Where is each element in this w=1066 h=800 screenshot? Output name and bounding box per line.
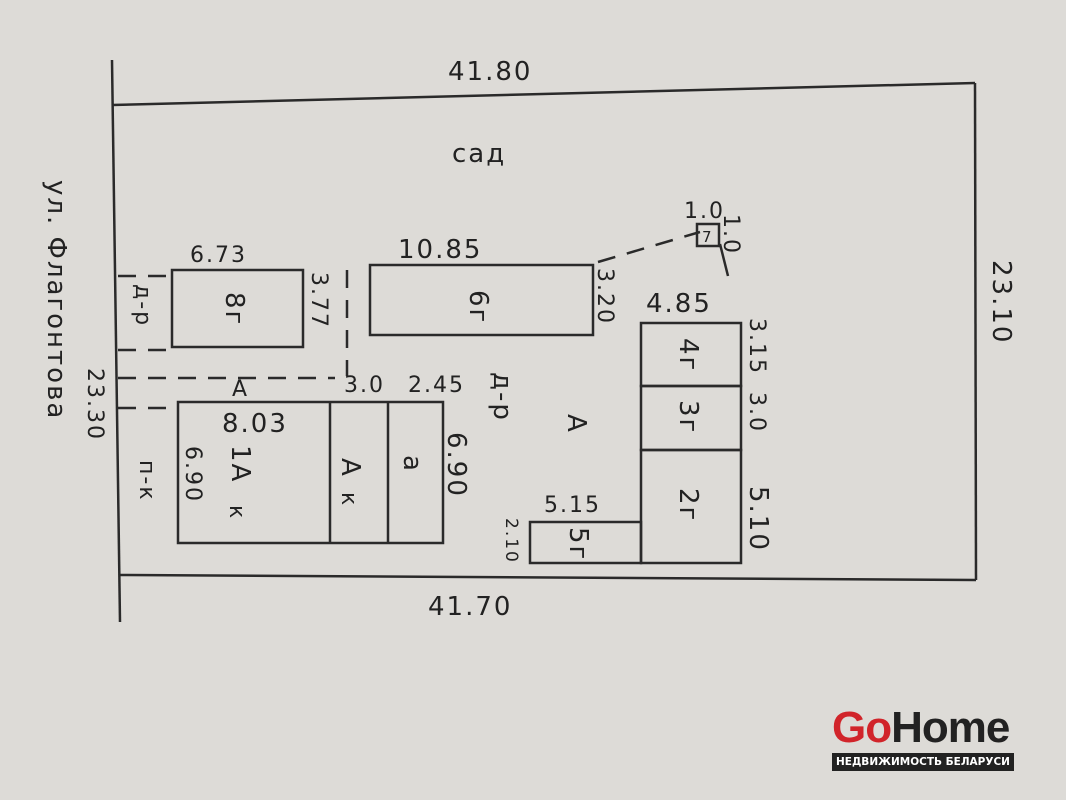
top-length: 41.80 (448, 57, 532, 87)
logo-go: Go (832, 703, 892, 752)
house-depth-right: 6.90 (441, 432, 471, 498)
dr-left: д-р (130, 284, 155, 327)
pk-label: п-к (134, 460, 159, 502)
logo-tagline: НЕДВИЖИМОСТЬ БЕЛАРУСИ (832, 753, 1014, 771)
right-length: 23.10 (986, 260, 1016, 344)
logo-wordmark: GoHome (832, 706, 1022, 750)
building-7 (695, 222, 721, 248)
building-4g-depth: 3.15 (744, 318, 769, 375)
building-5g (528, 520, 643, 565)
gap1: 3.0 (344, 373, 385, 398)
building-8g-width: 6.73 (190, 243, 247, 268)
garden-label: сад (452, 139, 506, 169)
building-6g (368, 263, 595, 337)
gohome-logo: GoHome НЕДВИЖИМОСТЬ БЕЛАРУСИ (832, 706, 1022, 771)
building-4g-label: 4г (673, 338, 703, 372)
building-8g-label: 8г (219, 292, 249, 326)
building-3g-depth: 3.0 (744, 392, 769, 433)
building-2g-label: 2г (673, 488, 703, 522)
a-drive: А (232, 377, 249, 402)
building-3g-label: 3г (673, 400, 703, 434)
veranda-label: а (397, 455, 427, 473)
building-5g-label: 5г (563, 527, 593, 561)
house-depth-left: 6.90 (180, 446, 205, 503)
building-4g-width: 4.85 (646, 289, 712, 319)
gap2: 2.45 (408, 373, 465, 398)
a-center: А (561, 414, 591, 434)
building-2g-depth: 5.10 (743, 486, 773, 552)
leader-line (718, 243, 730, 277)
right-boundary (973, 82, 978, 581)
building-5g-width: 5.15 (544, 493, 601, 518)
house-label: 1А (225, 445, 255, 483)
dr-center: д-р (487, 372, 517, 422)
bottom-boundary (119, 573, 977, 582)
annex-label: А (335, 458, 365, 478)
building-7-label: 7 (702, 228, 714, 246)
bottom-length: 41.70 (428, 592, 512, 622)
annex-sub: к (336, 492, 361, 507)
street-name: ул. Флагонтова (41, 180, 71, 420)
building-6g-depth: 3.20 (592, 268, 617, 325)
building-6g-width: 10.85 (398, 235, 482, 265)
house-width: 8.03 (222, 409, 288, 439)
top-boundary (111, 81, 976, 107)
building-7-width: 1.0 (684, 199, 725, 224)
left-length: 23.30 (82, 368, 107, 441)
logo-home: Home (891, 703, 1010, 752)
left-street-line (110, 59, 122, 623)
building-5g-depth: 2.10 (501, 518, 521, 564)
building-6g-label: 6г (463, 290, 493, 324)
building-2g (639, 448, 743, 565)
building-8g (170, 268, 305, 349)
house-main (176, 400, 445, 545)
building-8g-depth: 3.77 (306, 272, 331, 329)
house-sub: к (224, 505, 249, 520)
